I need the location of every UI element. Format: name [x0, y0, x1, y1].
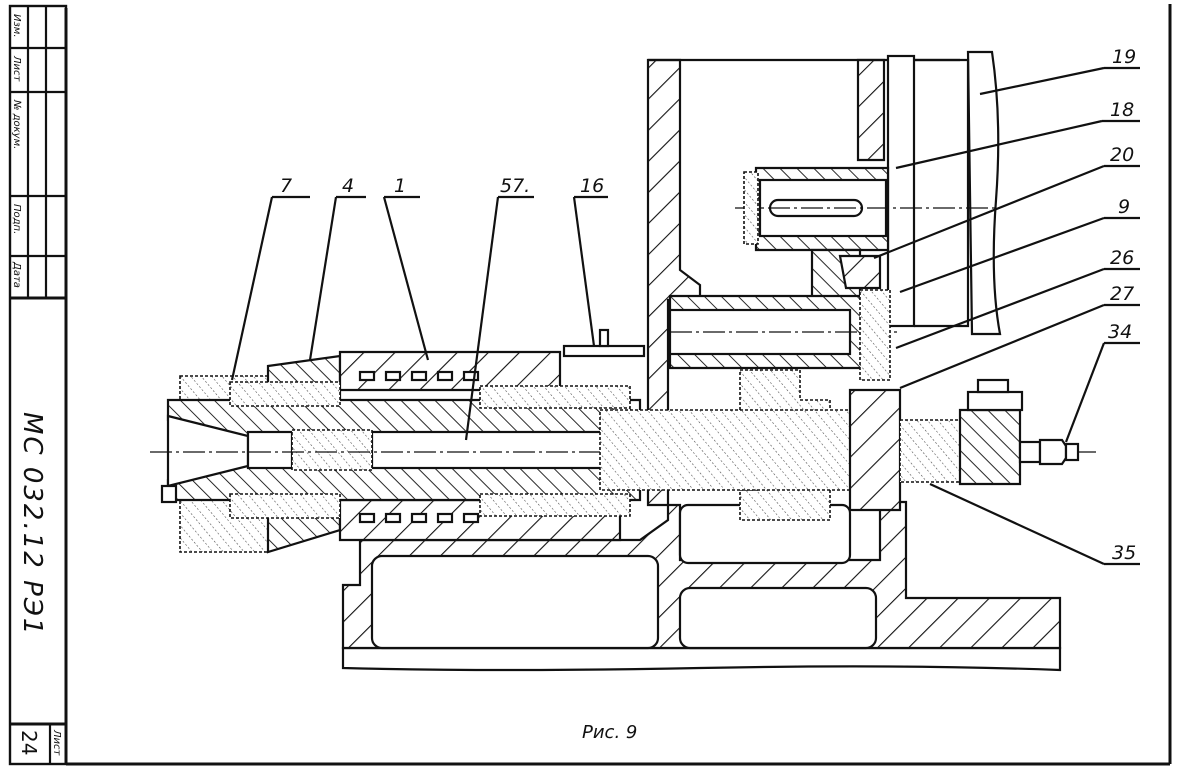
- drawing-code: МС 032.12 РЭ1: [17, 412, 47, 636]
- callout-9-label: 9: [1118, 196, 1130, 218]
- rotary-union-housing: [958, 408, 1022, 486]
- front-bearing-upper: [229, 381, 341, 407]
- housing-window-left: [370, 554, 660, 650]
- adjusting-nut-16: [562, 344, 646, 358]
- callout-4-label: 4: [342, 175, 354, 197]
- key-pin: [160, 484, 178, 504]
- page-number: 24: [17, 730, 41, 755]
- callout-27-label: 27: [1110, 283, 1134, 305]
- callout-18: 18: [895, 99, 1140, 170]
- gear-20: [838, 254, 882, 290]
- callout-7-label: 7: [280, 175, 292, 197]
- callouts-right: 19 18 20 9 26 27 34: [873, 46, 1140, 566]
- base-plate: [341, 646, 1062, 672]
- callout-27: 27: [899, 283, 1140, 390]
- callout-34: 34: [1064, 321, 1140, 443]
- stamp-cell-list: Лист: [11, 55, 22, 83]
- fitting-34: [1038, 438, 1068, 466]
- callout-9: 9: [899, 196, 1140, 294]
- callout-16-label: 16: [580, 175, 604, 197]
- rear-bearing-lower: [479, 493, 631, 517]
- rotary-union-shaft: [1018, 440, 1042, 464]
- callout-19: 19: [979, 46, 1140, 96]
- callout-57-label: 57.: [500, 175, 530, 197]
- drawbar-inner: [291, 429, 373, 471]
- callout-1: 1: [382, 175, 430, 361]
- callout-34-label: 34: [1108, 321, 1132, 343]
- shaft-end-cap: [743, 171, 759, 245]
- motor-housing-19: [966, 50, 1002, 336]
- callout-20-label: 20: [1110, 144, 1134, 166]
- callout-18-label: 18: [1110, 99, 1134, 121]
- callout-26-label: 26: [1110, 247, 1134, 269]
- rotary-union-top: [976, 378, 1010, 394]
- callout-1-label: 1: [394, 175, 406, 197]
- rear-bearing-upper: [479, 385, 631, 409]
- callout-57: 57.: [464, 175, 534, 441]
- callout-20: 20: [873, 144, 1140, 260]
- gearbox-wall: [856, 58, 886, 162]
- motor-body: [914, 58, 970, 328]
- fitting-tip: [1064, 442, 1080, 462]
- callout-26: 26: [895, 247, 1140, 350]
- callouts-top: 7 4 1 57. 16: [230, 175, 608, 441]
- rear-flange-27: [848, 388, 902, 512]
- housing-window-right: [678, 586, 878, 650]
- figure-caption: Рис. 9: [582, 722, 637, 743]
- front-bearing-lower: [229, 493, 341, 519]
- rotary-union-cap: [966, 390, 1024, 412]
- side-stamp: Изм. Лист № докум. Подп. Дата МС 032.12 …: [8, 4, 68, 766]
- spindle-bore: [246, 430, 294, 470]
- callout-35: 35: [929, 483, 1140, 566]
- nut-16-pin: [598, 328, 610, 348]
- stamp-cell-signature: Подп.: [11, 204, 22, 234]
- callout-4: 4: [308, 175, 366, 361]
- callout-7: 7: [230, 175, 310, 381]
- stamp-corner-label: Лист: [51, 729, 62, 757]
- stamp-cell-date: Дата: [11, 261, 22, 288]
- callout-16: 16: [572, 175, 608, 347]
- spindle-assembly-drawing: [150, 50, 1100, 672]
- motor-flange: [886, 54, 916, 328]
- bearing-teeth: [358, 370, 480, 524]
- callout-19-label: 19: [1112, 46, 1136, 68]
- drawbar-57: [370, 430, 604, 470]
- callout-35-label: 35: [1112, 542, 1136, 564]
- bearing-26: [859, 289, 891, 381]
- stamp-cell-doc-number: № докум.: [11, 99, 22, 149]
- stamp-cell-izm: Изм.: [11, 14, 22, 38]
